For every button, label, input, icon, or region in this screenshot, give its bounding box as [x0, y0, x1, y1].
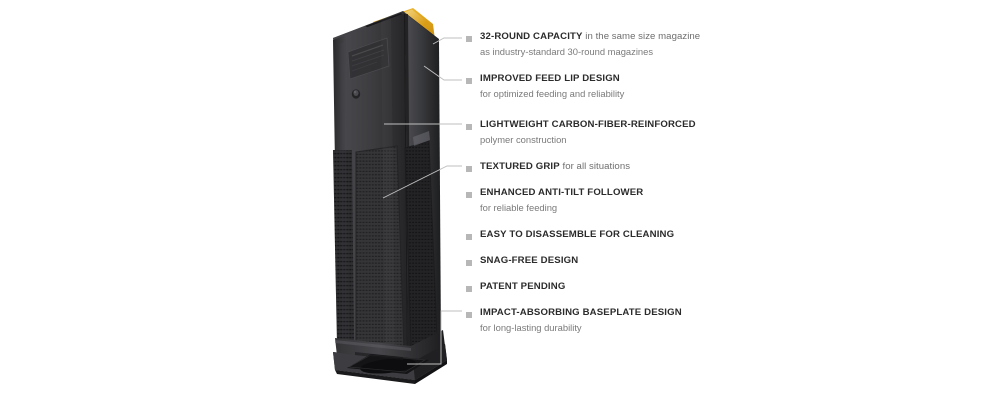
callout-carbon-fiber: LIGHTWEIGHT CARBON-FIBER-REINFORCED poly… [466, 118, 696, 147]
callout-headline: IMPACT-ABSORBING BASEPLATE DESIGN [480, 307, 682, 318]
callout-trailing: for all situations [559, 161, 631, 172]
callout-headline-row: ENHANCED ANTI-TILT FOLLOWER [480, 186, 643, 200]
left-rib-texture [333, 150, 354, 348]
callout-subtext: as industry-standard 30-round magazines [480, 46, 654, 57]
callout-headline-row: EASY TO DISASSEMBLE FOR CLEANING [480, 228, 674, 242]
callout-headline: PATENT PENDING [480, 281, 566, 292]
magazine-product-image [325, 0, 475, 400]
callout-subtext: for reliable feeding [480, 202, 558, 213]
callout-headline: EASY TO DISASSEMBLE FOR CLEANING [480, 229, 675, 240]
callout-baseplate: IMPACT-ABSORBING BASEPLATE DESIGN for lo… [466, 306, 682, 335]
callout-feed-lip: IMPROVED FEED LIP DESIGN for optimized f… [466, 72, 624, 101]
embossed-label-panel [347, 37, 390, 80]
callout-headline: LIGHTWEIGHT CARBON-FIBER-REINFORCED [480, 119, 696, 130]
callout-headline-row: IMPACT-ABSORBING BASEPLATE DESIGN [480, 306, 682, 320]
square-bullet-icon [466, 78, 472, 84]
callout-capacity: 32-ROUND CAPACITY in the same size magaz… [466, 30, 700, 59]
callout-headline-row: LIGHTWEIGHT CARBON-FIBER-REINFORCED [480, 118, 696, 132]
square-bullet-icon [466, 36, 472, 42]
square-bullet-icon [466, 192, 472, 198]
square-bullet-icon [466, 260, 472, 266]
callout-headline: 32-ROUND CAPACITY [480, 31, 583, 42]
callout-patent-pending: PATENT PENDING [466, 280, 565, 294]
callout-anti-tilt-follower: ENHANCED ANTI-TILT FOLLOWER for reliable… [466, 186, 643, 215]
square-bullet-icon [466, 166, 472, 172]
square-bullet-icon [466, 124, 472, 130]
callout-textured-grip: TEXTURED GRIP for all situations [466, 160, 630, 174]
callout-subtext: for long-lasting durability [480, 322, 582, 333]
callout-subtext: for optimized feeding and reliability [480, 88, 625, 99]
square-bullet-icon [466, 234, 472, 240]
callout-snag-free: SNAG-FREE DESIGN [466, 254, 578, 268]
callout-headline: ENHANCED ANTI-TILT FOLLOWER [480, 187, 644, 198]
callout-trailing: in the same size magazine [582, 31, 701, 42]
body-pin-dimple [351, 89, 361, 99]
callout-headline: IMPROVED FEED LIP DESIGN [480, 73, 620, 84]
square-bullet-icon [466, 312, 472, 318]
callout-headline: SNAG-FREE DESIGN [480, 255, 579, 266]
callout-headline-row: 32-ROUND CAPACITY in the same size magaz… [480, 30, 700, 44]
callout-disassemble: EASY TO DISASSEMBLE FOR CLEANING [466, 228, 674, 242]
callout-headline: TEXTURED GRIP [480, 161, 560, 172]
callout-headline-row: IMPROVED FEED LIP DESIGN [480, 72, 624, 86]
callout-headline-row: SNAG-FREE DESIGN [480, 254, 578, 268]
callout-subtext: polymer construction [480, 134, 567, 145]
square-bullet-icon [466, 286, 472, 292]
callout-headline-row: PATENT PENDING [480, 280, 565, 294]
callout-headline-row: TEXTURED GRIP for all situations [480, 160, 630, 174]
callout-list: 32-ROUND CAPACITY in the same size magaz… [466, 0, 886, 400]
